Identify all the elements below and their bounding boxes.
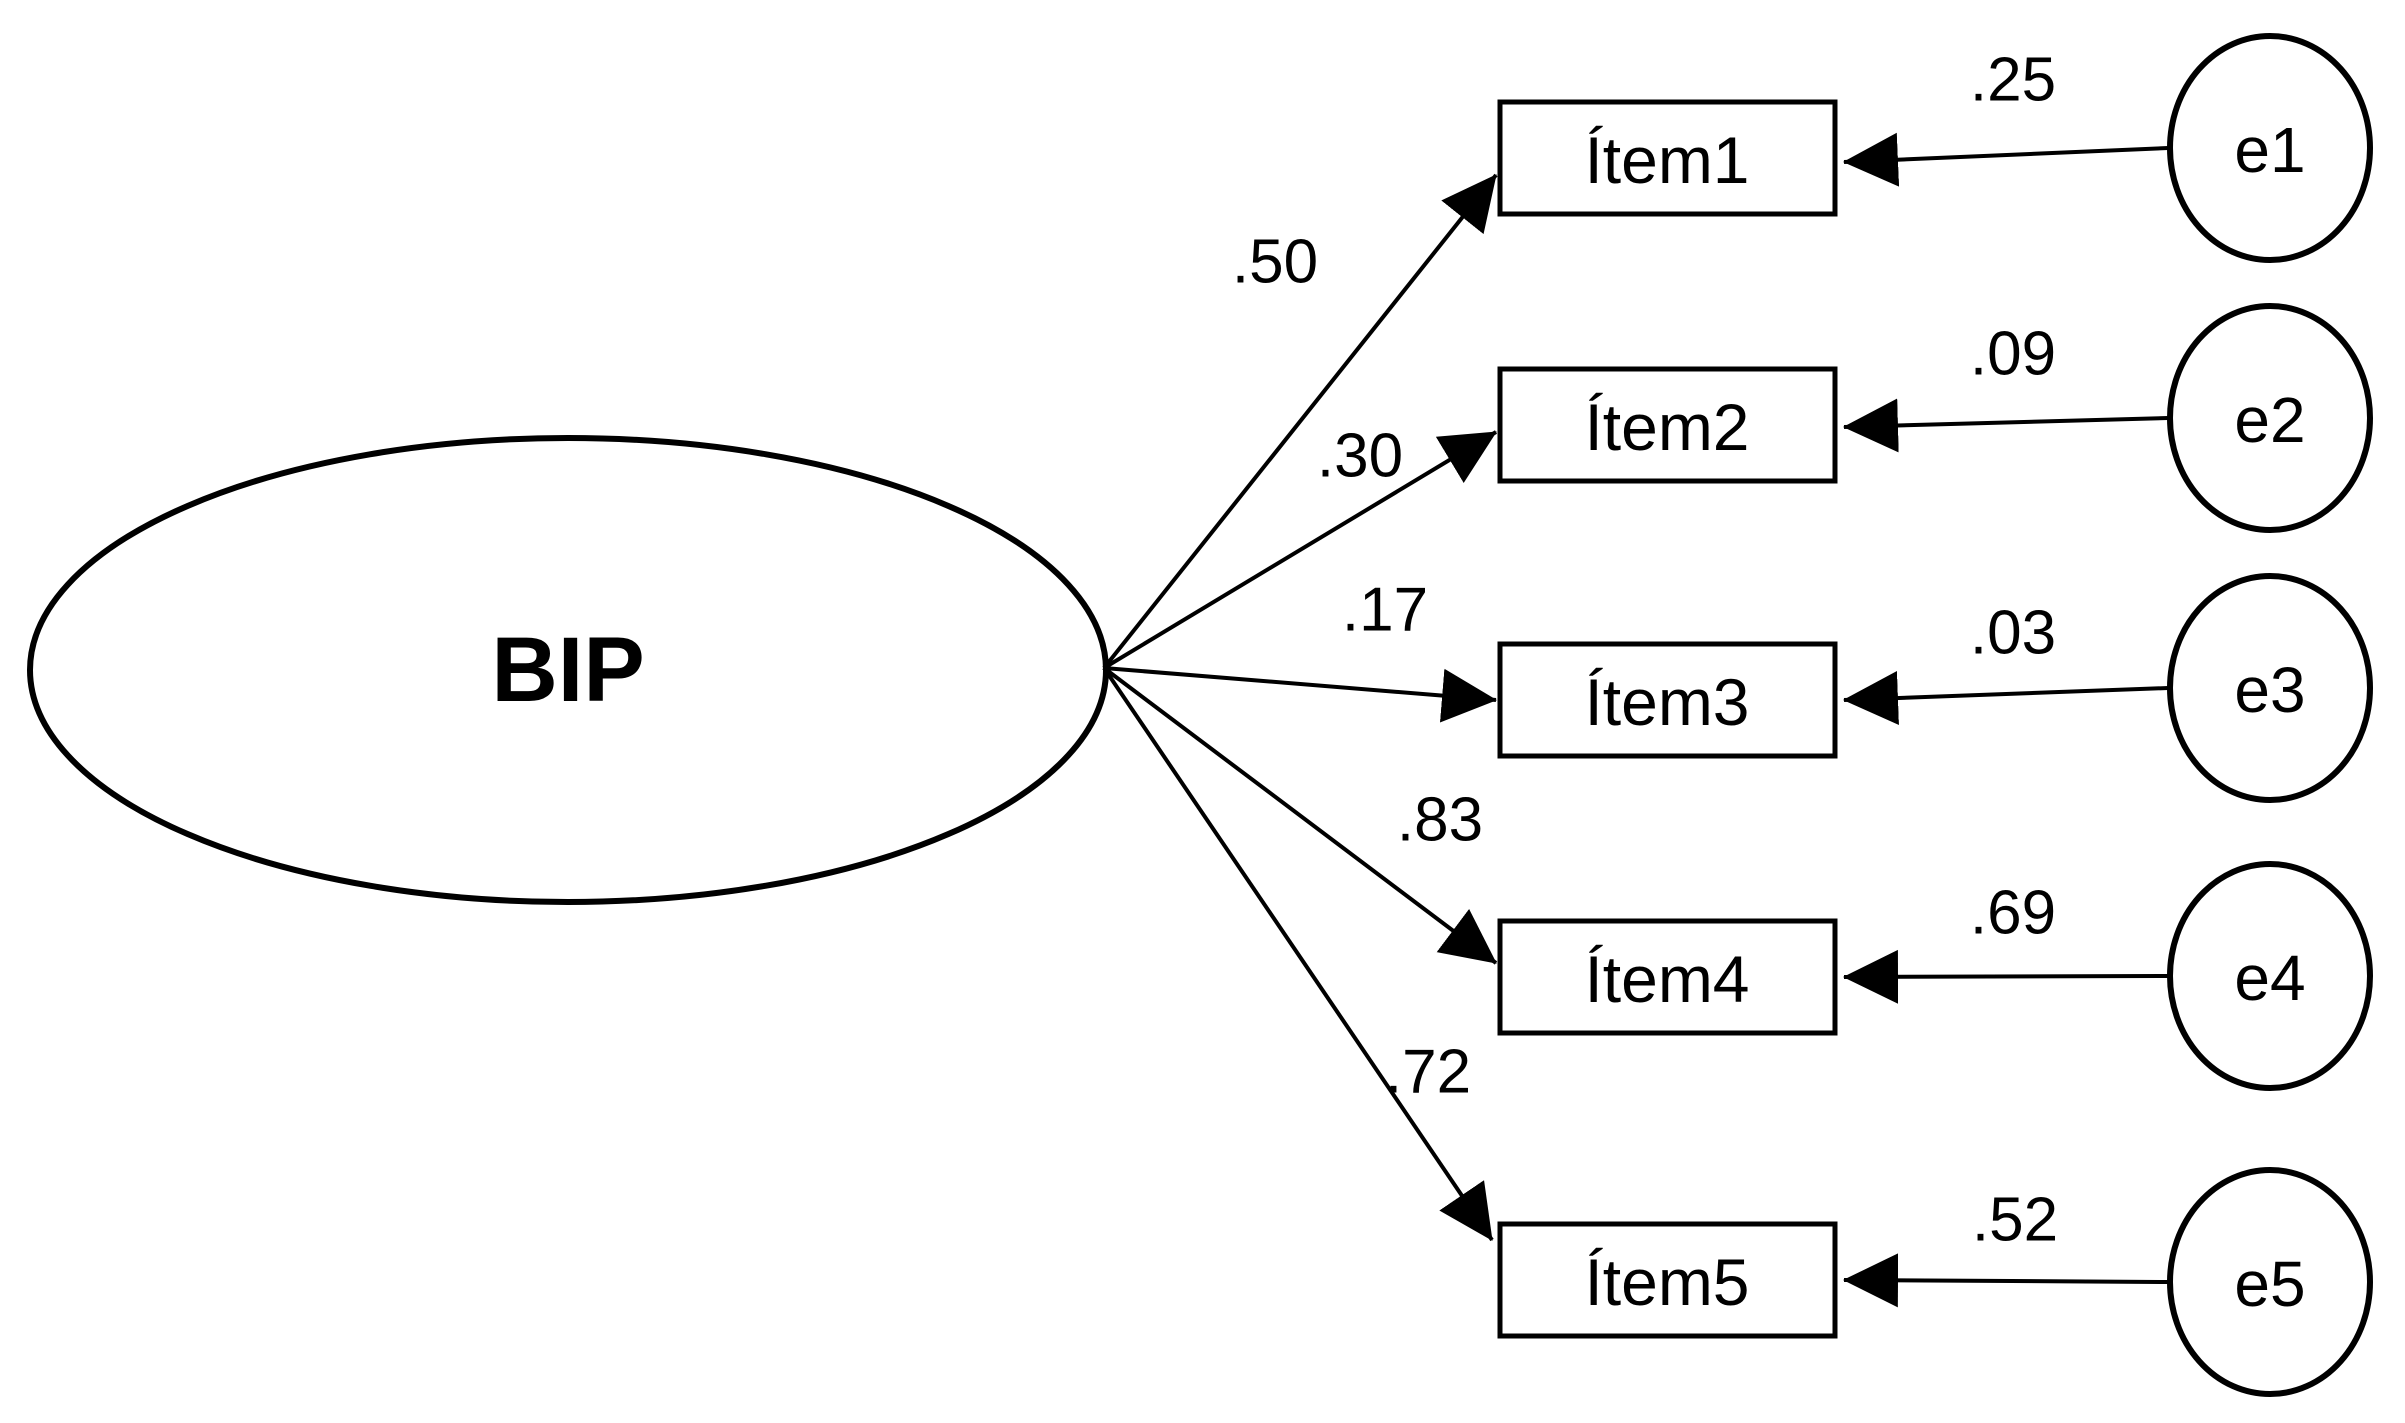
loading-arrow-item1 xyxy=(1102,173,1498,670)
error-value-e3: .03 xyxy=(1970,599,2056,668)
item1-label: Ítem1 xyxy=(1584,123,1749,197)
item-row-2: Ítem2 e2 .09 xyxy=(1497,303,2373,533)
item-row-3: Ítem3 e3 .03 xyxy=(1497,573,2373,803)
error-arrow-e2 xyxy=(1843,398,2169,453)
error-circle-e4 xyxy=(2167,861,2373,1091)
bip-label: BIP xyxy=(491,619,644,721)
error-value-e2: .09 xyxy=(1970,320,2056,389)
loading-value-item4: .83 xyxy=(1397,786,1483,855)
item4-label: Ítem4 xyxy=(1584,942,1749,1016)
error-label-e4: e4 xyxy=(2234,942,2305,1014)
item4-box xyxy=(1497,918,1838,1036)
error-arrow-e4 xyxy=(1843,949,2169,1004)
error-circle-e3 xyxy=(2167,573,2373,803)
loading-value-item1: .50 xyxy=(1232,228,1318,297)
latent-factor-bip: BIP xyxy=(27,435,1109,905)
loading-arrow-item3 xyxy=(1103,666,1497,723)
error-label-e2: e2 xyxy=(2234,384,2305,456)
error-circle-e2 xyxy=(2167,303,2373,533)
item-row-4: Ítem4 e4 .69 xyxy=(1497,861,2373,1091)
item5-label: Ítem5 xyxy=(1584,1245,1749,1319)
loading-arrow-item4 xyxy=(1102,666,1498,965)
loading-value-item2: .30 xyxy=(1317,422,1403,491)
loading-arrow-item5 xyxy=(1102,666,1494,1242)
item2-box xyxy=(1497,366,1838,484)
loading-arrow-item2 xyxy=(1102,430,1498,670)
error-label-e5: e5 xyxy=(2234,1248,2305,1320)
error-circle-e5 xyxy=(2167,1167,2373,1397)
item3-box xyxy=(1497,641,1838,759)
error-value-e1: .25 xyxy=(1970,46,2056,115)
error-arrow-e5 xyxy=(1843,1253,2169,1308)
item2-label: Ítem2 xyxy=(1584,390,1749,464)
error-label-e1: e1 xyxy=(2234,114,2305,186)
loading-value-item3: .17 xyxy=(1342,576,1428,645)
error-label-e3: e3 xyxy=(2234,654,2305,726)
loading-paths: .50 .30 .17 .83 .72 xyxy=(1102,173,1498,1242)
loading-value-item5: .72 xyxy=(1385,1038,1471,1107)
item-row-1: Ítem1 e1 .25 xyxy=(1497,33,2373,263)
error-value-e4: .69 xyxy=(1970,879,2056,948)
item3-label: Ítem3 xyxy=(1584,665,1749,739)
item1-box xyxy=(1497,99,1838,217)
error-value-e5: .52 xyxy=(1972,1186,2058,1255)
item5-box xyxy=(1497,1221,1838,1339)
error-arrow-e1 xyxy=(1843,132,2169,187)
error-circle-e1 xyxy=(2167,33,2373,263)
item-row-5: Ítem5 e5 .52 xyxy=(1497,1167,2373,1397)
error-arrow-e3 xyxy=(1843,671,2169,725)
